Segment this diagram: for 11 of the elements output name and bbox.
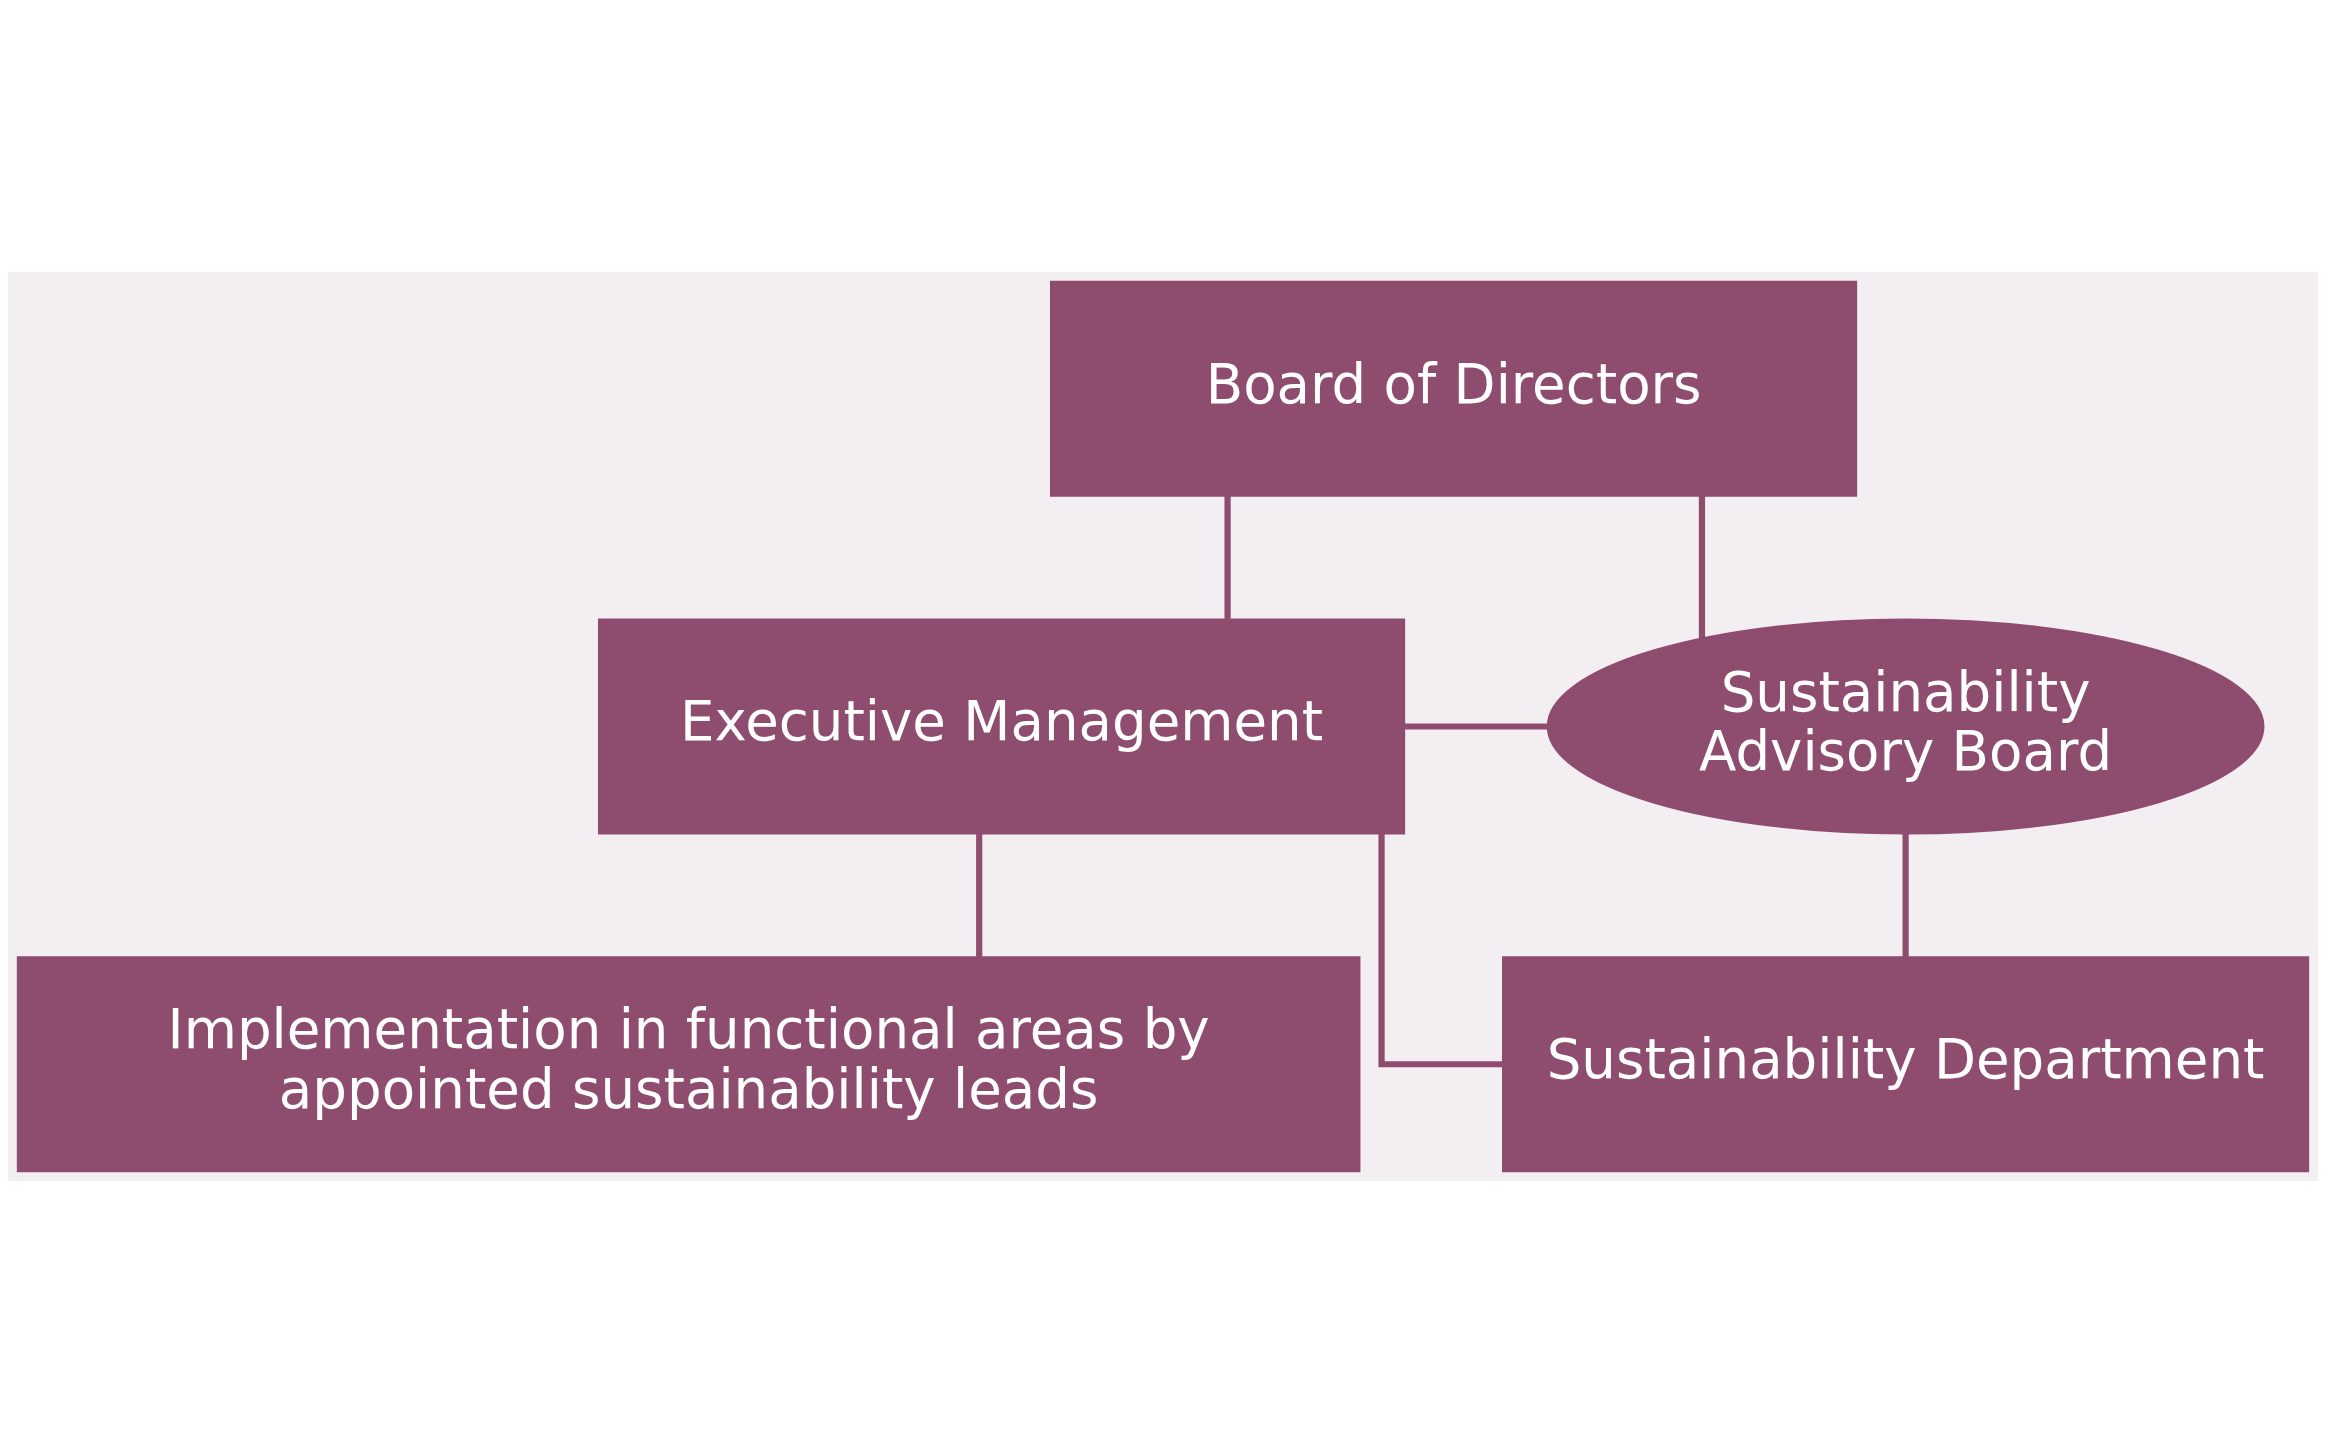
node-box: Executive Management xyxy=(598,617,1406,835)
connector xyxy=(1404,722,1548,730)
connector xyxy=(1378,832,1504,1067)
node-box: Sustainability Department xyxy=(1502,955,2310,1172)
connector xyxy=(1698,495,1706,638)
node-box: Board of Directors xyxy=(1050,280,1858,497)
connector xyxy=(976,832,983,957)
node-ellipse: Sustainability Advisory Board xyxy=(1546,617,2265,835)
connector xyxy=(1902,832,1909,957)
connector xyxy=(1224,495,1231,619)
node-box: Implementation in functional areas by appointed sustainability leads xyxy=(16,955,1361,1172)
